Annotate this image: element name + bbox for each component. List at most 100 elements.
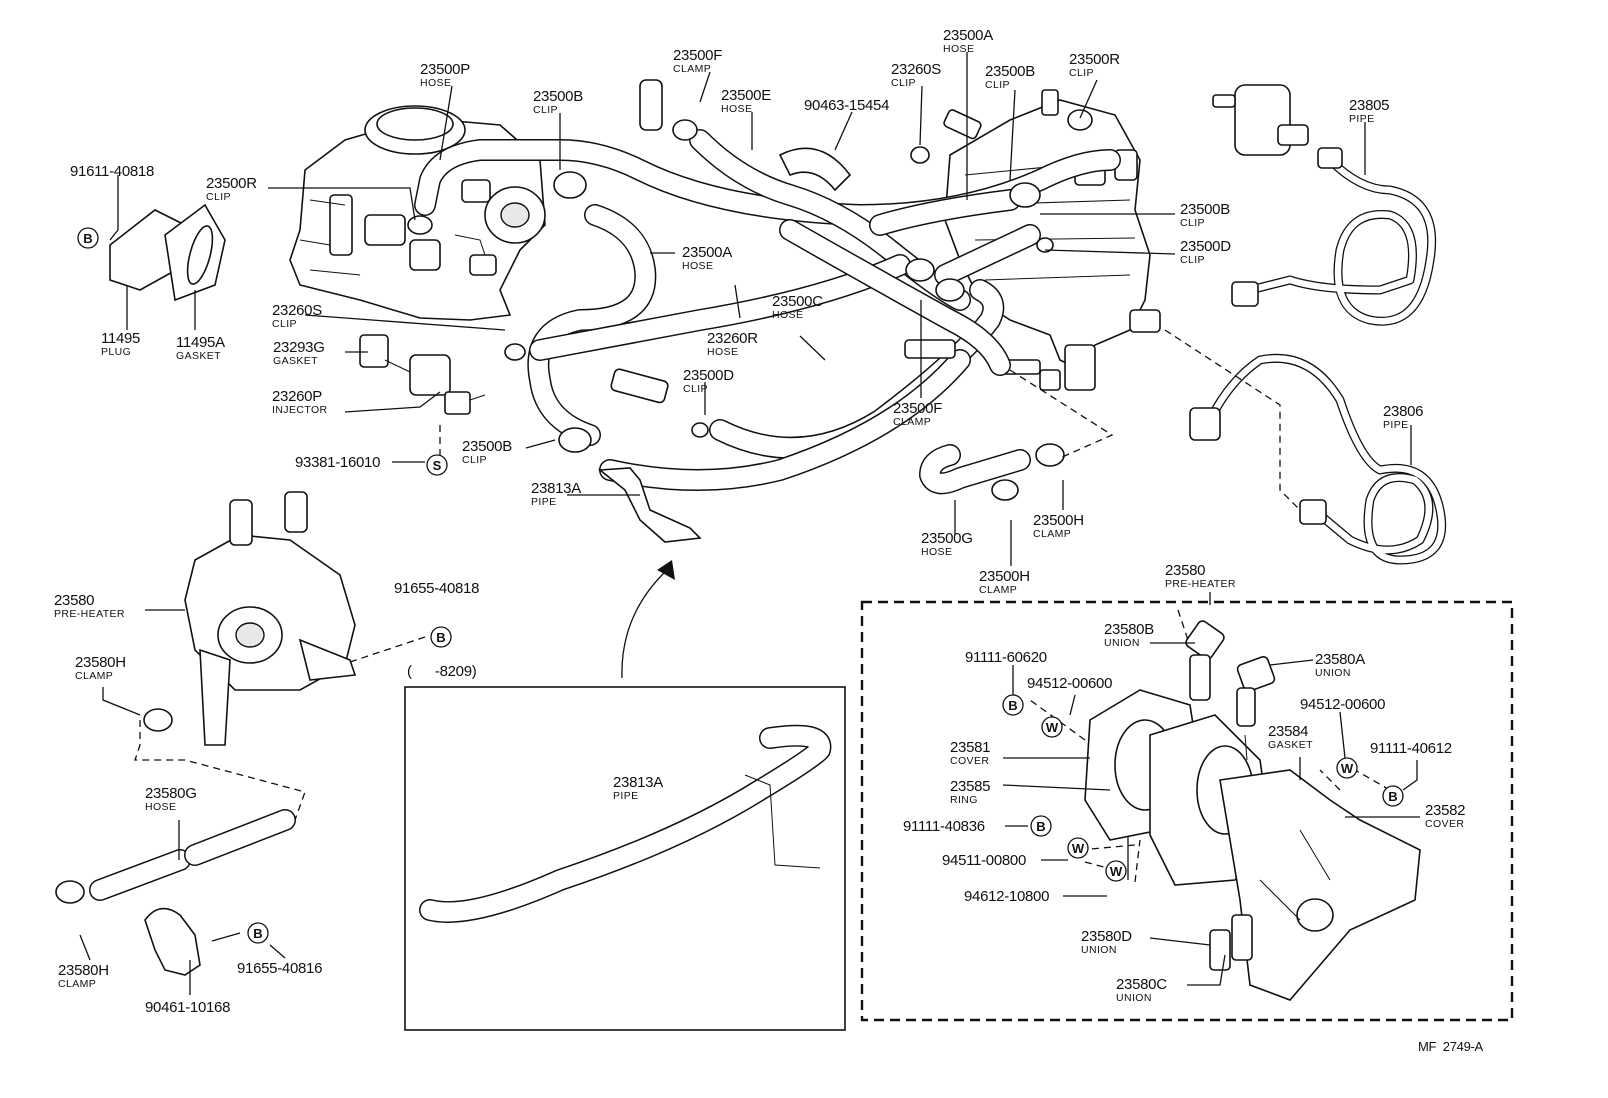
svg-text:23500P: 23500P	[420, 61, 470, 78]
svg-text:PIPE: PIPE	[1383, 419, 1409, 431]
svg-text:B: B	[1388, 789, 1397, 804]
svg-text:23500F: 23500F	[673, 47, 722, 64]
preheater-left-drawing	[184, 491, 357, 746]
svg-text:W: W	[1341, 761, 1354, 776]
svg-text:23500D: 23500D	[683, 367, 734, 384]
svg-text:S: S	[433, 458, 442, 473]
svg-text:91655-40816: 91655-40816	[237, 960, 322, 977]
svg-text:23500B: 23500B	[533, 88, 583, 105]
svg-text:94511-00800: 94511-00800	[942, 852, 1026, 869]
arrow-to-pipe	[621, 560, 675, 679]
symbol-b-91655-40816: B	[247, 922, 269, 944]
line-art	[55, 52, 1514, 1031]
preheater-exploded-drawing	[1084, 620, 1421, 1001]
svg-text:23260R: 23260R	[707, 330, 758, 347]
svg-text:23582: 23582	[1425, 802, 1465, 819]
svg-text:PRE-HEATER: PRE-HEATER	[1165, 578, 1236, 590]
inset-box	[404, 686, 846, 1031]
svg-text:23806: 23806	[1383, 403, 1423, 420]
svg-text:B: B	[83, 231, 92, 246]
svg-text:23500R: 23500R	[1069, 51, 1120, 68]
svg-text:CLIP: CLIP	[533, 104, 558, 116]
symbol-s-93381: S	[426, 454, 448, 476]
svg-text:23500A: 23500A	[682, 244, 732, 261]
svg-text:PRE-HEATER: PRE-HEATER	[54, 608, 125, 620]
svg-text:HOSE: HOSE	[420, 77, 451, 89]
fuel-pipe-drawings	[1189, 84, 1447, 565]
dashed-connections	[134, 329, 1391, 883]
svg-text:23580D: 23580D	[1081, 928, 1132, 945]
svg-text:PIPE: PIPE	[613, 790, 639, 802]
svg-text:CLIP: CLIP	[272, 318, 297, 330]
svg-text:B: B	[1008, 698, 1017, 713]
label-91611-40818: 91611-40818	[70, 163, 154, 180]
svg-text:CLIP: CLIP	[683, 383, 708, 395]
svg-text:23500R: 23500R	[206, 175, 257, 192]
pipe-23813a-drawing	[597, 467, 702, 543]
preheater-hose-drawing	[55, 708, 296, 976]
clip-drawings	[407, 79, 1093, 501]
svg-text:UNION: UNION	[1104, 637, 1140, 649]
label-91655-40816: 91655-40816	[237, 960, 322, 977]
svg-text:23500G: 23500G	[921, 530, 973, 547]
symbol-b-91655-40818: B	[430, 626, 452, 648]
svg-text:23500C: 23500C	[772, 293, 823, 310]
svg-text:CLAMP: CLAMP	[58, 978, 96, 990]
svg-text:HOSE: HOSE	[943, 43, 974, 55]
svg-text:CLAMP: CLAMP	[979, 584, 1017, 596]
label-94512-00600-a: 94512-00600	[1027, 675, 1112, 692]
svg-text:23580B: 23580B	[1104, 621, 1154, 638]
svg-text:CLIP: CLIP	[1180, 217, 1205, 229]
svg-text:23580H: 23580H	[58, 962, 109, 979]
svg-text:CLIP: CLIP	[206, 191, 231, 203]
svg-text:B: B	[253, 926, 262, 941]
symbol-w-94511: W	[1067, 837, 1089, 859]
svg-text:CLIP: CLIP	[1180, 254, 1205, 266]
svg-text:23580G: 23580G	[145, 785, 197, 802]
svg-text:91655-40818: 91655-40818	[394, 580, 479, 597]
svg-text:GASKET: GASKET	[273, 355, 318, 367]
svg-text:PIPE: PIPE	[531, 496, 557, 508]
svg-text:23260S: 23260S	[891, 61, 941, 78]
svg-text:CLIP: CLIP	[462, 454, 487, 466]
svg-text:91111-40836: 91111-40836	[903, 818, 985, 835]
label-94612-10800: 94612-10800	[964, 888, 1049, 905]
svg-text:23500B: 23500B	[462, 438, 512, 455]
svg-text:CLIP: CLIP	[1069, 67, 1094, 79]
svg-text:HOSE: HOSE	[772, 309, 803, 321]
svg-text:94512-00600: 94512-00600	[1027, 675, 1112, 692]
svg-text:90461-10168: 90461-10168	[145, 999, 230, 1016]
label-91655-40818: 91655-40818	[394, 580, 479, 597]
svg-text:HOSE: HOSE	[682, 260, 713, 272]
svg-text:93381-16010: 93381-16010	[295, 454, 380, 471]
drawing-code: MF 2749-A	[1418, 1039, 1484, 1054]
svg-text:23500H: 23500H	[1033, 512, 1084, 529]
svg-text:23500F: 23500F	[893, 400, 942, 417]
svg-text:HOSE: HOSE	[921, 546, 952, 558]
